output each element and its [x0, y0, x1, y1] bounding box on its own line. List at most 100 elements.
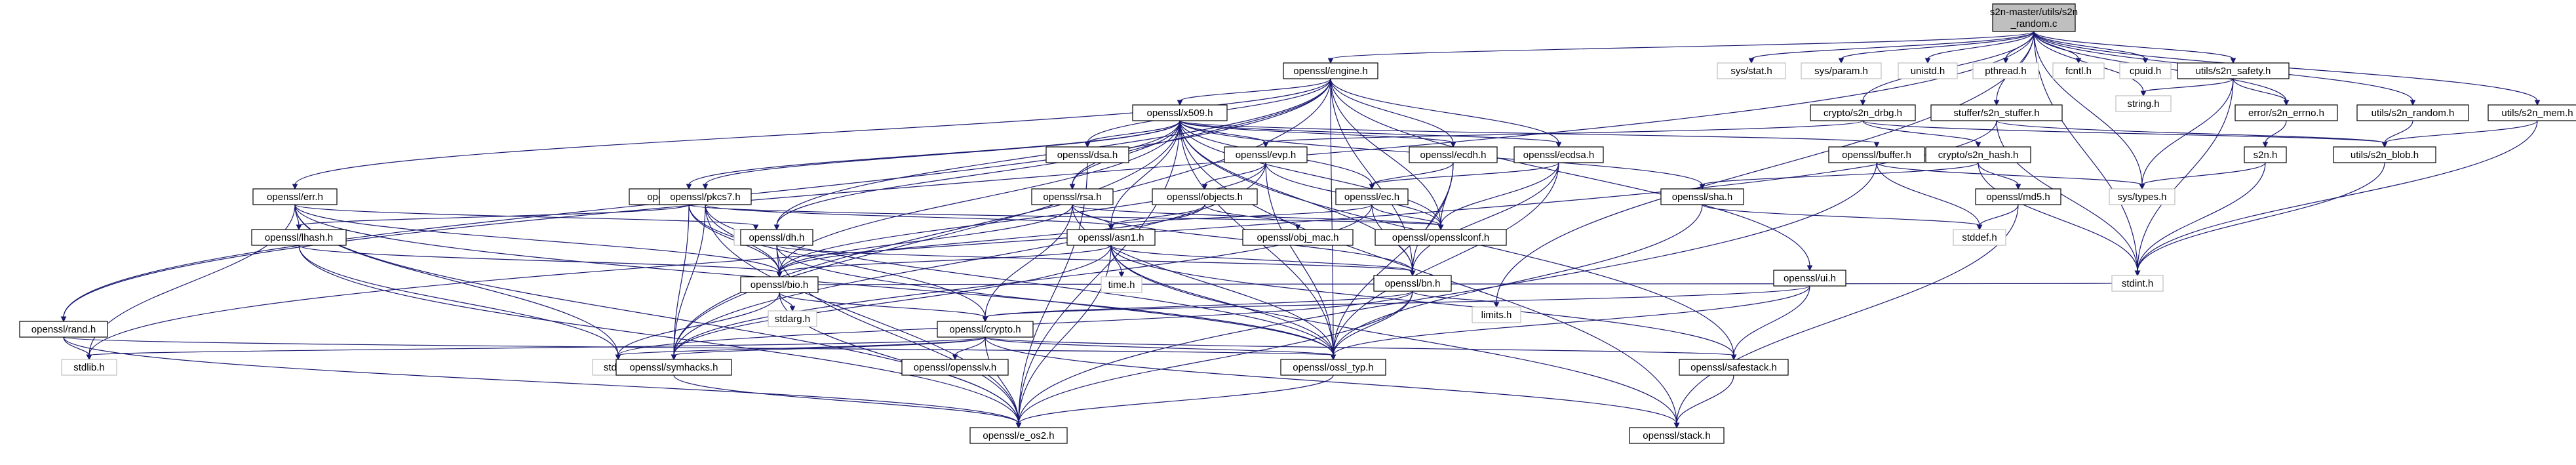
node-engine[interactable]: openssl/engine.h	[1283, 62, 1378, 79]
node-box-limits	[1472, 306, 1521, 323]
node-stddef[interactable]: stddef.h	[1953, 229, 2006, 246]
node-box-stdlib	[61, 359, 117, 376]
edge-arrowhead-stuffer-to-blob	[2381, 142, 2388, 148]
node-unistd[interactable]: unistd.h	[1898, 62, 1958, 79]
edge-lhash-to-bio	[298, 245, 780, 273]
edge-x509vfy-to-crypto	[688, 204, 986, 318]
node-label-dh: openssl/dh.h	[749, 232, 804, 243]
node-x509[interactable]: openssl/x509.h	[1132, 104, 1228, 121]
edge-bio-to-crypto	[779, 292, 986, 318]
node-md5[interactable]: openssl/md5.h	[1975, 188, 2061, 205]
node-sha[interactable]: openssl/sha.h	[1660, 188, 1744, 205]
node-label-string: string.h	[2127, 98, 2159, 110]
edge-crypto-to-stack	[985, 336, 1677, 424]
node-stuffer[interactable]: stuffer/s2n_stuffer.h	[1930, 104, 2063, 121]
node-box-pkcs7	[659, 188, 752, 205]
node-label-sha: openssl/sha.h	[1672, 192, 1733, 203]
edge-arrowhead-root-to-sysparam	[1838, 58, 1844, 64]
node-ec[interactable]: openssl/ec.h	[1335, 188, 1409, 205]
node-limits[interactable]: limits.h	[1472, 306, 1521, 323]
node-opensslconf[interactable]: openssl/opensslconf.h	[1375, 229, 1507, 246]
node-bio[interactable]: openssl/bio.h	[740, 276, 819, 293]
edge-arrowhead-ossltyp-to-eos2	[1015, 422, 1022, 429]
edge-root-to-limits	[1496, 31, 2035, 304]
node-string[interactable]: string.h	[2115, 95, 2172, 112]
node-ossltyp[interactable]: openssl/ossl_typ.h	[1280, 359, 1386, 376]
node-label-cpuid: cpuid.h	[2130, 66, 2161, 77]
edge-root-to-engine	[1330, 31, 2035, 60]
node-dh[interactable]: openssl/dh.h	[740, 229, 813, 246]
edge-x509vfy-to-lhash	[298, 204, 690, 226]
node-blob[interactable]: utils/s2n_blob.h	[2333, 146, 2436, 163]
node-label-rand: openssl/rand.h	[31, 324, 96, 335]
edge-dh-to-bn	[776, 245, 1413, 272]
node-bn[interactable]: openssl/bn.h	[1373, 275, 1452, 292]
edge-pkcs7-to-symhacks	[673, 204, 706, 356]
node-fcntl[interactable]: fcntl.h	[2052, 62, 2105, 79]
node-safestack[interactable]: openssl/safestack.h	[1679, 359, 1789, 376]
node-s2nerrno[interactable]: error/s2n_errno.h	[2234, 104, 2338, 121]
node-sysstat[interactable]: sys/stat.h	[1717, 62, 1786, 79]
node-ecdh[interactable]: openssl/ecdh.h	[1409, 146, 1498, 163]
node-random[interactable]: utils/s2n_random.h	[2356, 104, 2469, 121]
edge-engine-to-rsa	[1072, 78, 1331, 186]
node-cpuid[interactable]: cpuid.h	[2119, 62, 2172, 79]
node-sysparam[interactable]: sys/param.h	[1801, 62, 1882, 79]
node-evp[interactable]: openssl/evp.h	[1224, 146, 1308, 163]
edge-random-to-blob	[2384, 120, 2413, 144]
node-label-opensslconf: openssl/opensslconf.h	[1392, 232, 1489, 243]
node-drbg[interactable]: crypto/s2n_drbg.h	[1810, 104, 1916, 121]
node-label-timeh: time.h	[1108, 279, 1135, 291]
node-root[interactable]: s2n-master/utils/s2n_random.c	[1990, 3, 2078, 32]
node-stdlib[interactable]: stdlib.h	[61, 359, 117, 376]
edge-crypto-to-opensslv	[954, 336, 986, 356]
edge-x509-to-symhacks	[673, 120, 1181, 356]
node-symhacks[interactable]: openssl/symhacks.h	[615, 359, 732, 376]
node-safety[interactable]: utils/s2n_safety.h	[2177, 62, 2290, 79]
node-opensslv[interactable]: openssl/opensslv.h	[901, 359, 1009, 376]
node-crypto[interactable]: openssl/crypto.h	[937, 321, 1034, 338]
edge-arrowhead-x509-to-dsa	[1084, 142, 1091, 148]
edge-arrowhead-engine-to-rand	[60, 316, 67, 323]
node-box-ec	[1335, 188, 1409, 205]
edge-arrowhead-s2nerrno-to-s2nh	[2262, 142, 2269, 148]
node-box-ecdh	[1409, 146, 1498, 163]
edge-hash-to-sha	[1702, 162, 1979, 186]
node-rsa[interactable]: openssl/rsa.h	[1031, 188, 1114, 205]
node-dsa[interactable]: openssl/dsa.h	[1045, 146, 1129, 163]
edges-layer	[60, 31, 2541, 429]
node-box-root	[1992, 3, 2076, 32]
node-mem[interactable]: utils/s2n_mem.h	[2488, 104, 2576, 121]
node-asn1[interactable]: openssl/asn1.h	[1066, 229, 1156, 246]
node-objects[interactable]: openssl/objects.h	[1152, 188, 1258, 205]
node-stack[interactable]: openssl/stack.h	[1629, 427, 1725, 444]
edge-ui-to-ossltyp	[1333, 285, 1810, 356]
node-ui[interactable]: openssl/ui.h	[1773, 270, 1846, 287]
node-rand[interactable]: openssl/rand.h	[19, 321, 108, 338]
node-objmac[interactable]: openssl/obj_mac.h	[1242, 229, 1354, 246]
node-box-opensslconf	[1375, 229, 1507, 246]
edge-arrowhead-evp-to-objects	[1201, 184, 1208, 190]
node-pthread[interactable]: pthread.h	[1972, 62, 2039, 79]
node-timeh[interactable]: time.h	[1101, 276, 1142, 293]
node-pkcs7[interactable]: openssl/pkcs7.h	[659, 188, 752, 205]
node-ecdsa[interactable]: openssl/ecdsa.h	[1513, 146, 1604, 163]
node-label-safety: utils/s2n_safety.h	[2196, 66, 2271, 77]
node-buffer[interactable]: openssl/buffer.h	[1828, 146, 1925, 163]
node-stdarg[interactable]: stdarg.h	[768, 310, 817, 327]
node-systypes[interactable]: sys/types.h	[2109, 188, 2176, 205]
node-box-safety	[2177, 62, 2290, 79]
edge-engine-to-ui	[1330, 78, 1810, 267]
node-err[interactable]: openssl/err.h	[252, 188, 338, 205]
node-s2nh[interactable]: s2n.h	[2244, 146, 2287, 163]
edge-symhacks-to-eos2	[673, 374, 1019, 424]
node-label-safestack: openssl/safestack.h	[1690, 362, 1777, 373]
node-box-string	[2115, 95, 2172, 112]
node-label-symhacks: openssl/symhacks.h	[629, 362, 718, 373]
node-stdint[interactable]: stdint.h	[2111, 275, 2164, 292]
edge-arrowhead-safety-to-s2nerrno	[2283, 100, 2290, 106]
node-hash[interactable]: crypto/s2n_hash.h	[1925, 146, 2031, 163]
edge-safety-to-s2nerrno	[2233, 78, 2287, 102]
node-eos2[interactable]: openssl/e_os2.h	[969, 427, 1068, 444]
node-lhash[interactable]: openssl/lhash.h	[251, 229, 347, 246]
